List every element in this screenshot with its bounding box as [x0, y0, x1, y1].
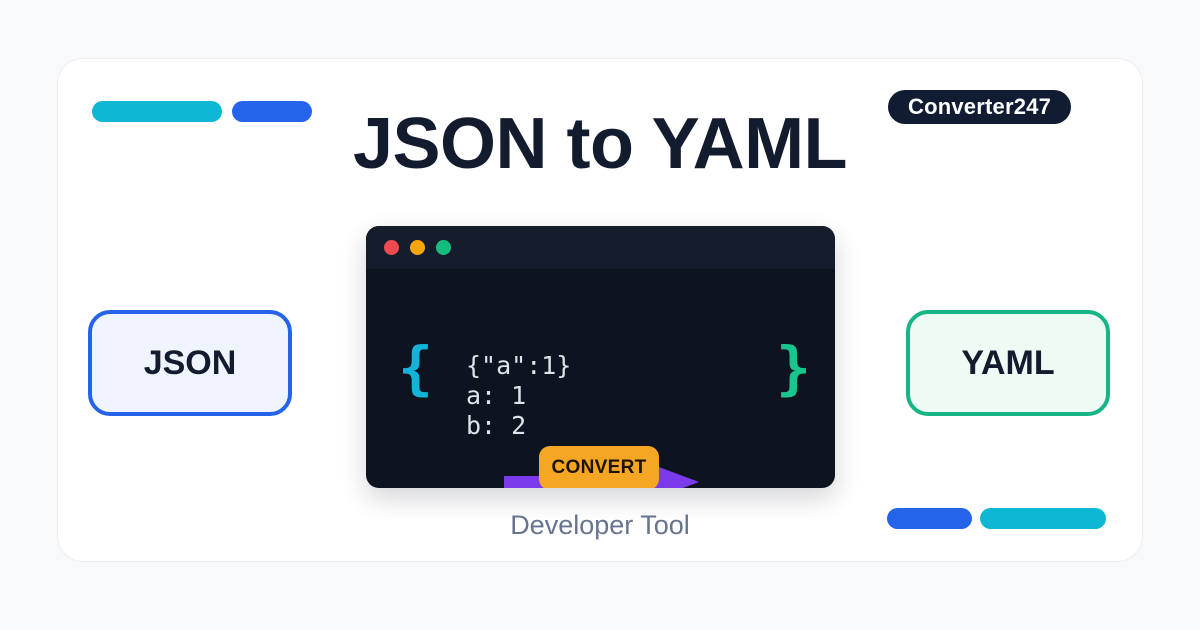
format-chip-yaml-label: YAML: [961, 343, 1055, 382]
close-window-icon[interactable]: [384, 240, 399, 255]
brand-badge: Converter247: [888, 90, 1072, 124]
convert-button[interactable]: CONVERT: [539, 446, 659, 488]
decor-pill-bottom-right-cyan: [980, 508, 1106, 529]
code-window: { } {"a":1} a: 1 b: 2 CONVERT: [366, 226, 835, 488]
code-snippet: {"a":1} a: 1 b: 2: [466, 351, 572, 440]
minimize-window-icon[interactable]: [410, 240, 425, 255]
code-window-body: { } {"a":1} a: 1 b: 2 CONVERT: [366, 269, 835, 488]
decor-pill-top-left-blue: [232, 101, 312, 122]
code-window-titlebar: [366, 226, 835, 269]
page-title: JSON to YAML: [352, 104, 848, 184]
format-chip-json-label: JSON: [143, 343, 237, 382]
maximize-window-icon[interactable]: [436, 240, 451, 255]
decor-pill-bottom-right-blue: [887, 508, 972, 529]
decor-pill-top-left-cyan: [92, 101, 222, 122]
footer-caption: Developer Tool: [510, 510, 690, 540]
format-chip-yaml[interactable]: YAML: [906, 310, 1110, 416]
close-brace-icon: }: [776, 334, 811, 402]
format-chip-json[interactable]: JSON: [88, 310, 292, 416]
open-brace-icon: {: [398, 334, 433, 402]
